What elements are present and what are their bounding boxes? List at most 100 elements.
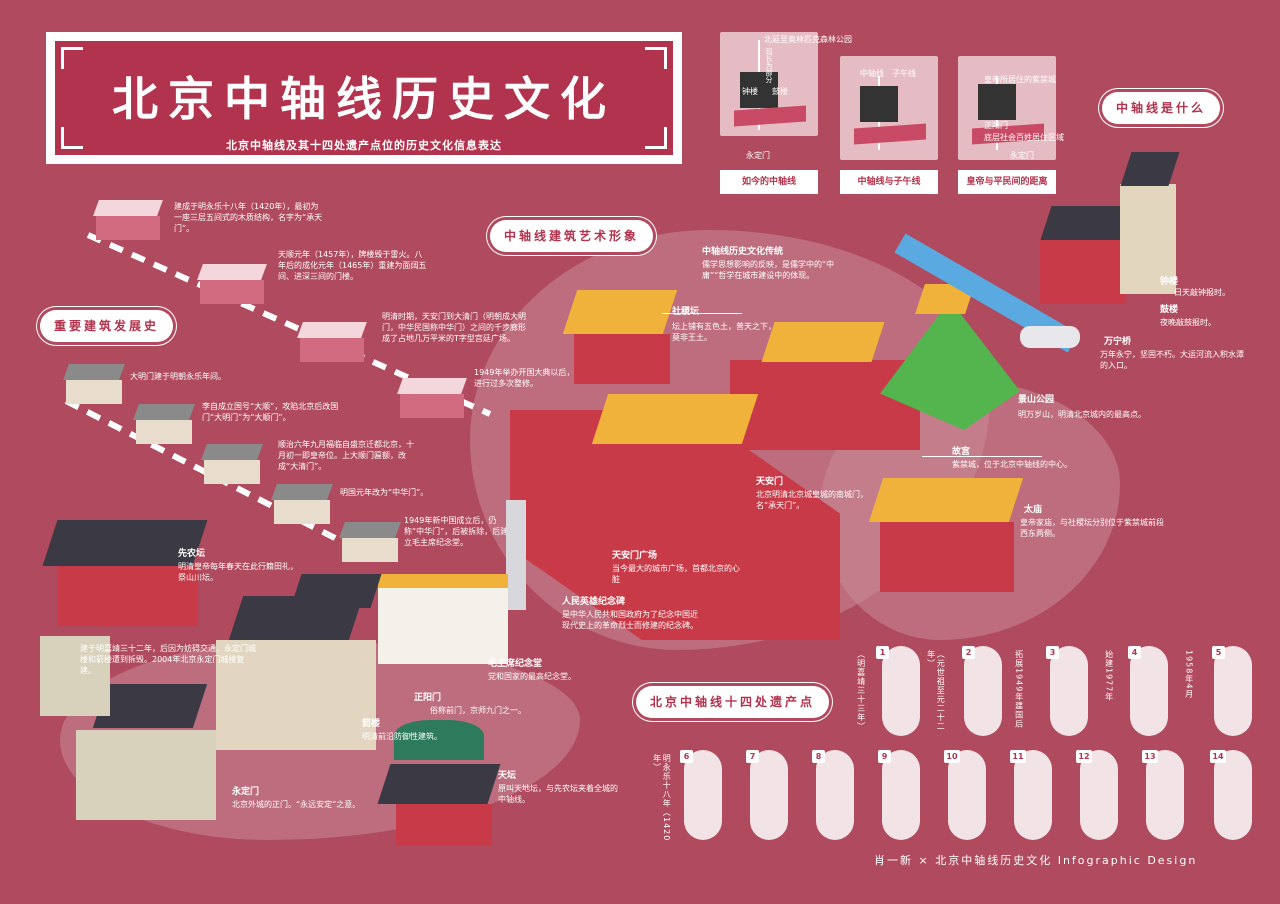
heritage-badge-1: 1 <box>876 646 889 659</box>
desc-shejitan: 坛上铺有五色土，普天之下，莫非王土。 <box>672 322 776 342</box>
heritage-capsule-2[interactable] <box>964 646 1002 736</box>
desc-tiananmen: 北京明清北京城皇城的南城门，名“承天门”。 <box>756 490 868 510</box>
desc-taimiao: 皇帝家庙，与社稷坛分别位于紫禁城前段西东两侧。 <box>1020 518 1164 538</box>
desc-jianlou: 明清前沿防御性建筑。 <box>362 732 442 741</box>
section-architecture: 中轴线建筑艺术形象 <box>490 220 654 252</box>
heritage-capsule-8[interactable] <box>816 750 854 840</box>
desc-gugong: 紫禁城，位于北京中轴线的中心。 <box>952 460 1072 469</box>
label-gugong: 故宫 <box>952 447 971 457</box>
label-tiananmen: 天安门 <box>756 477 784 487</box>
section-history: 重要建筑发展史 <box>40 310 174 342</box>
taimiao-roof <box>868 478 1024 522</box>
title-banner: 北京中轴线历史文化 北京中轴线及其十四处遗产点位的历史文化信息表达 <box>46 32 682 164</box>
desc-bell-tower: 日天敲钟报时。 <box>1174 288 1230 297</box>
label-xiannongtan: 先农坛 <box>178 549 206 559</box>
desc-jingshan: 明万岁山，明清北京城内的最高点。 <box>1018 410 1146 419</box>
desc-monument: 是中华人民共和国政府为了纪念中国近现代史上的革命烈士而修建的纪念碑。 <box>562 610 698 630</box>
heritage-badge-9: 9 <box>878 750 891 763</box>
heritage-capsule-11[interactable] <box>1014 750 1052 840</box>
heritage-badge-12: 12 <box>1076 750 1092 763</box>
heritage-capsule-10[interactable] <box>948 750 986 840</box>
footer-credit: 肖一新 × 北京中轴线历史文化 Infographic Design <box>874 854 1198 867</box>
heritage-capsule-4[interactable] <box>1130 646 1168 736</box>
label-bell-tower: 钟楼 <box>1160 277 1179 287</box>
section-what-is: 中轴线是什么 <box>1102 92 1221 124</box>
yongdingmen-history: 建于明嘉靖三十二年，后因为妨碍交通，永定门城楼和箭楼遭到拆毁。2004年北京永定… <box>80 644 256 675</box>
yongdingmen-old <box>40 636 110 716</box>
history-note-9: 1949年新中国成立后，仍称“中华门”，后被拆除，后建立毛主席纪念堂。 <box>404 516 509 547</box>
desc-yongdingmen: 北京外城的正门。“永远安定”之意。 <box>232 800 361 809</box>
heritage-badge-5: 5 <box>1212 646 1225 659</box>
label-wanning-bridge: 万宁桥 <box>1104 337 1132 347</box>
heritage-capsule-12[interactable] <box>1080 750 1118 840</box>
desc-tradition: 儒学思想影响的反映，是儒学中的“中庸”“哲学在城市建设中的体现。 <box>702 260 835 280</box>
history-note-3: 明清时期，天安门到大清门（明朝成大明门，中华民国称中华门）之间的千步廊形成了占地… <box>382 312 526 343</box>
page-subtitle: 北京中轴线及其十四处遗产点位的历史文化信息表达 <box>226 139 502 152</box>
label-shejitan: 社稷坛 <box>672 307 700 317</box>
tiantan-wall <box>396 804 492 846</box>
label-yongdingmen: 永定门 <box>232 787 260 797</box>
shejitan-wall <box>574 334 670 384</box>
heritage-capsule-3[interactable] <box>1050 646 1088 736</box>
label-taimiao: 太庙 <box>1024 505 1043 515</box>
shejitan-roof <box>562 290 678 334</box>
drum-tower-roof <box>1040 206 1132 240</box>
history-note-8: 明国元年改为“中华门”。 <box>340 488 429 497</box>
history-note-6: 李自成立国号“大顺”，攻陷北京后改国门“大明门”为“大顺门”。 <box>202 402 339 422</box>
heritage-badge-4: 4 <box>1128 646 1141 659</box>
label-jianlou: 箭楼 <box>362 719 381 729</box>
desc-wanning-bridge: 万年永宁，坚固不朽。大运河流入积水潭的入口。 <box>1100 350 1244 370</box>
jianlou-roof <box>290 574 382 608</box>
heritage-capsule-13[interactable] <box>1146 750 1184 840</box>
desc-xiannongtan: 明清皇帝每年春天在此行籍田礼，祭山川坛。 <box>178 562 298 582</box>
label-drum-tower: 鼓楼 <box>1160 305 1179 315</box>
history-gate-4 <box>397 378 467 418</box>
yongdingmen-base <box>76 730 216 820</box>
xiannongtan-wall <box>58 566 198 626</box>
desc-drum-tower: 夜晚敲鼓报时。 <box>1160 318 1216 327</box>
heritage-capsule-7[interactable] <box>750 750 788 840</box>
heritage-badge-8: 8 <box>812 750 825 763</box>
qianmen-base <box>216 640 376 750</box>
wanning-bridge <box>1020 326 1080 348</box>
drum-tower-wall <box>1040 240 1126 304</box>
heritage-capsule-9[interactable] <box>882 750 920 840</box>
xiannongtan-roof <box>42 520 208 566</box>
label-jingshan: 景山公园 <box>1018 395 1055 405</box>
monument <box>506 500 526 610</box>
history-note-4: 1949年举办开国大典以后，天安门进行过多次整修。 <box>474 368 599 388</box>
history-note-1: 建成于明永乐十八年（1420年），最初为一座三层五间式的木质结构，名字为“承天门… <box>174 202 323 233</box>
tiantan-roof <box>377 764 501 804</box>
panel-label-meridian: 中轴线与子午线 <box>840 170 938 194</box>
heritage-badge-13: 13 <box>1142 750 1158 763</box>
history-gate-3 <box>297 322 367 362</box>
history-damingmen-5 <box>339 522 401 562</box>
history-damingmen-2 <box>133 404 195 444</box>
heritage-capsule-14[interactable] <box>1214 750 1252 840</box>
heritage-badge-2: 2 <box>962 646 975 659</box>
label-mausoleum: 毛主席纪念堂 <box>488 659 543 669</box>
label-tradition: 中轴线历史文化传统 <box>702 247 784 257</box>
history-damingmen-1 <box>63 364 125 404</box>
heritage-badge-3: 3 <box>1046 646 1059 659</box>
heritage-capsule-1[interactable] <box>882 646 920 736</box>
label-tiantan: 天坛 <box>498 771 517 781</box>
heritage-capsule-5[interactable] <box>1214 646 1252 736</box>
bell-tower-body <box>1120 184 1176 294</box>
heritage-capsule-6[interactable] <box>684 750 722 840</box>
heritage-badge-11: 11 <box>1010 750 1026 763</box>
bell-tower-roof <box>1120 152 1180 186</box>
mausoleum <box>378 574 508 664</box>
desc-zhengyangmen: 俗称前门，京师九门之一。 <box>430 706 526 715</box>
desc-tiantan: 原叫天地坛，与先农坛夹着全城的中轴线。 <box>498 784 618 804</box>
label-tiananmen-square: 天安门广场 <box>612 551 658 561</box>
label-monument: 人民英雄纪念碑 <box>562 597 626 607</box>
history-damingmen-4 <box>271 484 333 524</box>
desc-mausoleum: 党和国家的最高纪念堂。 <box>488 672 576 681</box>
tiananmen-roof <box>591 394 759 444</box>
section-heritage: 北京中轴线十四处遗产点 <box>636 686 830 718</box>
history-note-2: 天顺元年（1457年），牌楼毁于雷火。八年后的成化元年（1465年）重建为面阔五… <box>278 250 427 281</box>
desc-tiananmen-square: 当今最大的城市广场，首都北京的心脏 <box>612 564 740 584</box>
history-damingmen-3 <box>201 444 263 484</box>
taimiao-wall <box>880 522 1014 592</box>
